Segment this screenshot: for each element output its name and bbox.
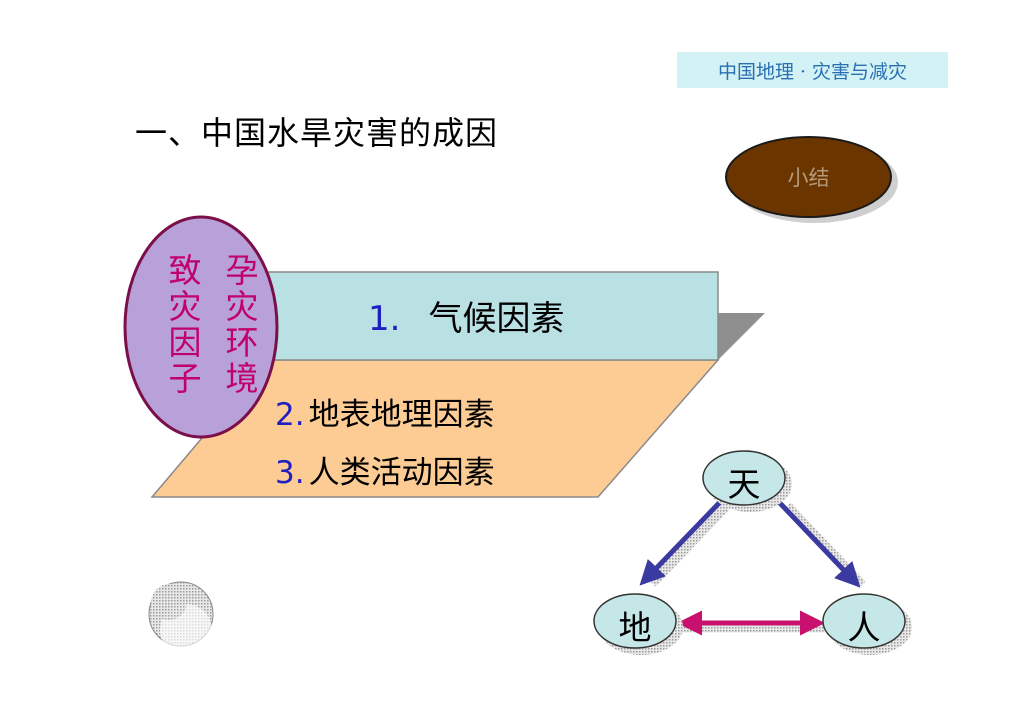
- arrow-heaven-to-earth: [639, 498, 724, 586]
- oval-char: 致: [168, 251, 202, 290]
- oval-label-disaster-factor: 致 灾 因 子: [167, 253, 203, 397]
- decorative-sphere-icon: [148, 581, 214, 656]
- course-tag: 中国地理 · 灾害与减灾: [677, 52, 948, 88]
- factor-number: 1.: [368, 299, 401, 339]
- oval-char: 灾: [225, 287, 259, 326]
- factor-item-human-activity: 3.人类活动因素: [275, 447, 495, 492]
- oval-char: 灾: [168, 287, 202, 326]
- node-earth: [593, 593, 677, 649]
- factor-item-geography: 2.地表地理因素: [275, 389, 495, 434]
- node-label-heaven: 天: [727, 465, 761, 504]
- climate-panel: [267, 271, 719, 361]
- node-label-earth: 地: [618, 608, 652, 647]
- factor-label: 人类活动因素: [308, 455, 495, 491]
- factor-item-climate: 1. 气候因素: [368, 291, 564, 340]
- oval-char: 子: [168, 359, 202, 398]
- panel-shadow: [718, 313, 765, 360]
- summary-button[interactable]: 小结: [725, 136, 892, 218]
- node-heaven: [702, 450, 786, 506]
- factor-label: 气候因素: [428, 299, 565, 339]
- factor-oval: [123, 215, 279, 439]
- factor-number: 2.: [275, 397, 305, 433]
- node-human: [822, 593, 906, 649]
- factor-number: 3.: [275, 455, 305, 491]
- page-title: 一、中国水旱灾害的成因: [135, 114, 499, 152]
- oval-char: 环: [225, 323, 259, 362]
- oval-char: 境: [225, 359, 259, 398]
- factor-label: 地表地理因素: [308, 397, 495, 433]
- arrow-heaven-to-human: [775, 498, 861, 588]
- oval-char: 孕: [225, 251, 259, 290]
- oval-char: 因: [168, 323, 202, 362]
- node-label-human: 人: [847, 608, 881, 647]
- oval-label-disaster-environment: 孕 灾 环 境: [224, 253, 260, 397]
